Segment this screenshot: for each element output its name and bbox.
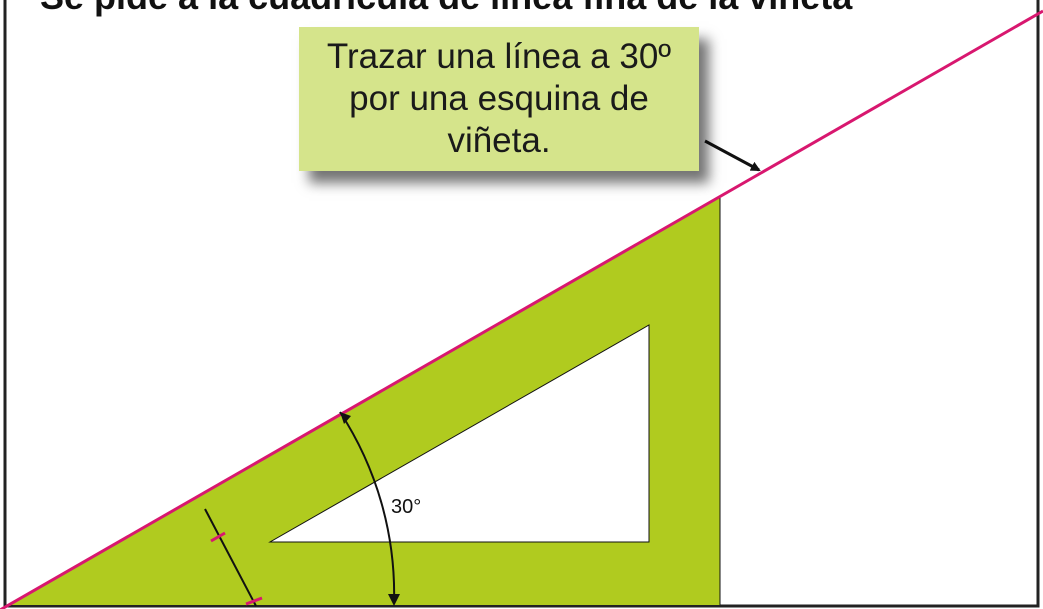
offset-tick-upper <box>210 531 226 543</box>
thirty-degree-line <box>0 9 1043 609</box>
arc-arrow-top <box>340 412 351 424</box>
callout-line-1: Trazar una línea a 30º <box>326 37 672 76</box>
arc-arrow-bottom <box>388 594 400 606</box>
offset-tick-lower <box>245 596 263 606</box>
callout-line-3: viñeta. <box>447 121 551 160</box>
offset-measure-line <box>204 508 257 607</box>
instruction-callout: Trazar una línea a 30º por una esquina d… <box>299 27 699 171</box>
angle-label: 30° <box>391 496 421 518</box>
clipped-title: Se pide a la cuadrícula de línea fina de… <box>40 0 852 18</box>
callout-pointer-arrow <box>704 139 761 172</box>
callout-line-2: por una esquina de <box>349 79 649 118</box>
angle-arc <box>339 411 396 605</box>
